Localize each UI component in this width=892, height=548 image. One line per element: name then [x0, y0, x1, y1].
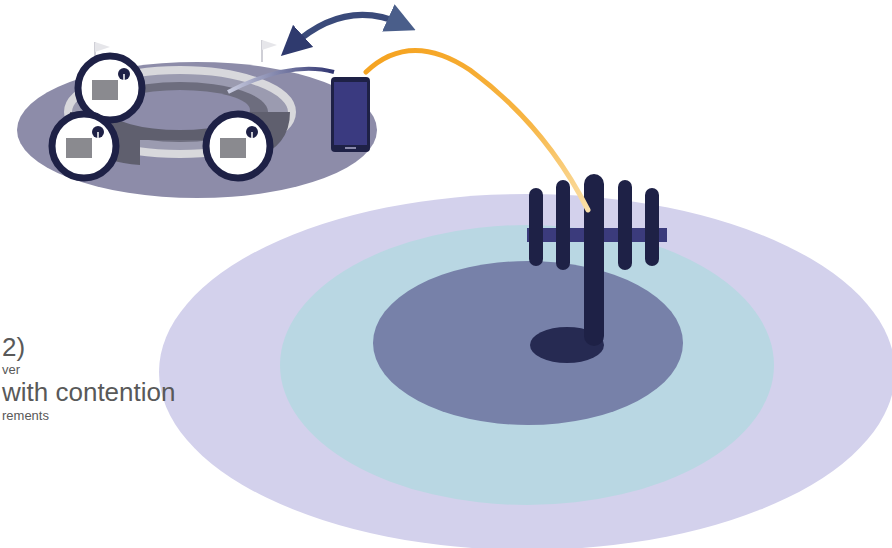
sub-bullet-text: ver: [2, 363, 20, 377]
coverage-inner: [373, 261, 683, 425]
coverage-outer: [159, 194, 892, 548]
swap-arrow: [292, 15, 402, 46]
bullet-text: with contention: [2, 378, 175, 407]
coverage-middle: [280, 225, 774, 505]
device-circle: [206, 114, 270, 178]
bullet-text: 2): [2, 333, 25, 362]
radio-link: [366, 50, 588, 210]
link-line: [228, 69, 334, 92]
device-circle: [52, 114, 116, 178]
sub-bullet-text: rements: [2, 409, 49, 423]
phone-icon: [331, 77, 370, 152]
cell-tower: [527, 174, 667, 346]
device-circle: [78, 56, 142, 120]
stadium: [17, 40, 377, 198]
